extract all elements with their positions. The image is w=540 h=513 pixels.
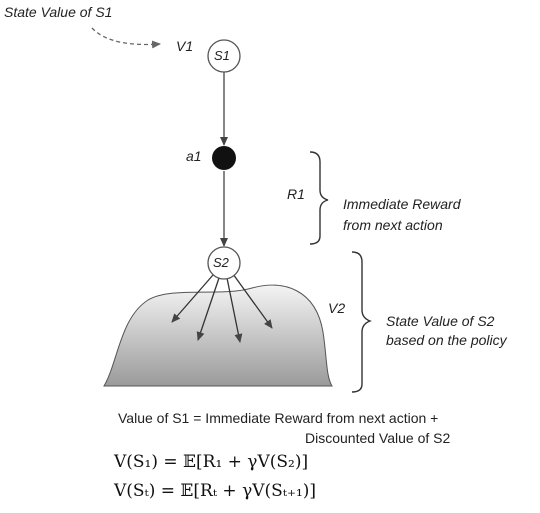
action-node-a1 bbox=[212, 146, 236, 170]
caption-line2: Discounted Value of S2 bbox=[305, 430, 451, 446]
policy-mound bbox=[103, 284, 333, 387]
v1-label: V1 bbox=[176, 38, 194, 54]
s1-node-label: S1 bbox=[214, 48, 230, 63]
reward-brace bbox=[309, 151, 329, 245]
state-node-s1 bbox=[207, 39, 241, 73]
state-node-s2 bbox=[207, 246, 241, 280]
value-brace bbox=[351, 251, 372, 393]
state-value-s2-line1: State Value of S2 bbox=[386, 313, 495, 329]
caption-line1: Value of S1 = Immediate Reward from next… bbox=[118, 410, 439, 426]
bellman-equation-2: V(Sₜ) = 𝔼[Rₜ + γV(Sₜ₊₁)] bbox=[114, 481, 317, 501]
bellman-equation-1: V(S₁) = 𝔼[R₁ + γV(S₂)] bbox=[114, 452, 309, 472]
state-value-s1-label: State Value of S1 bbox=[4, 4, 113, 20]
immediate-reward-line1: Immediate Reward bbox=[343, 196, 461, 212]
immediate-reward-line2: from next action bbox=[343, 217, 443, 233]
a1-label: a1 bbox=[186, 148, 202, 164]
edge-s2-out-1 bbox=[171, 274, 214, 323]
s2-node-label: S2 bbox=[213, 255, 229, 270]
v2-label: V2 bbox=[328, 300, 346, 316]
edge-s2-out-4 bbox=[232, 273, 273, 329]
r1-label: R1 bbox=[287, 186, 305, 202]
edge-s2-out-3 bbox=[226, 277, 243, 343]
state-value-s2-line2: based on the policy bbox=[386, 332, 507, 348]
edge-s2-out-2 bbox=[196, 277, 220, 341]
dashed-pointer-arrow bbox=[91, 27, 161, 49]
